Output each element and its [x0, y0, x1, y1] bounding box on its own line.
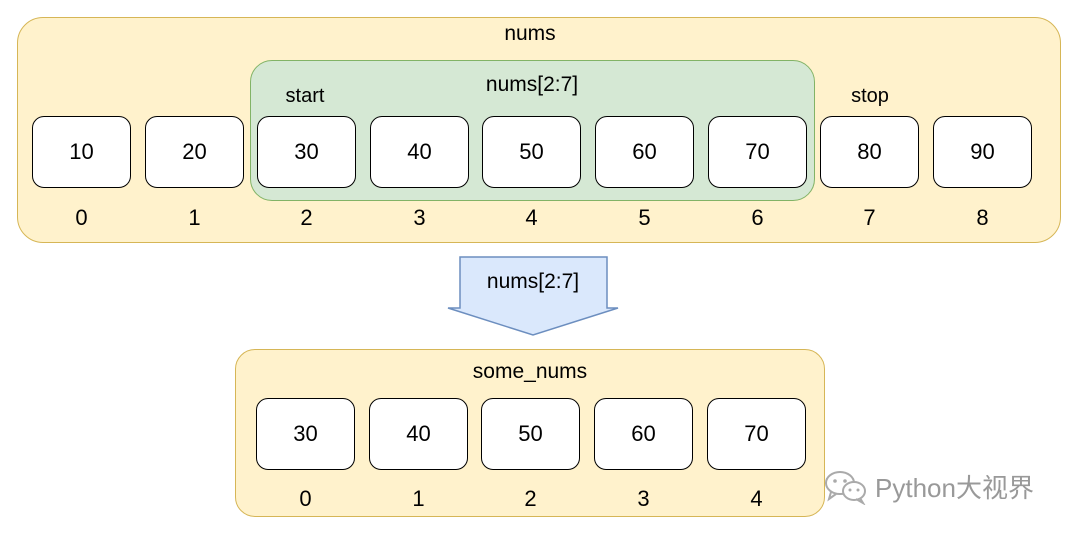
some-nums-cell-4: 70: [707, 398, 806, 470]
some-nums-index-0: 0: [299, 486, 312, 511]
nums-index-2: 2: [300, 205, 313, 230]
some-nums-index-1: 1: [412, 486, 425, 511]
nums-cell-5: 60: [595, 116, 694, 188]
nums-cell-8: 90: [933, 116, 1032, 188]
stop-label: stop: [851, 85, 889, 107]
some-nums-index-2: 2: [524, 486, 537, 511]
nums-cell-1: 20: [145, 116, 244, 188]
nums-index-4: 4: [525, 205, 538, 230]
some-nums-cell-2: 50: [481, 398, 580, 470]
slice-label: nums[2:7]: [485, 73, 579, 96]
nums-index-5: 5: [638, 205, 651, 230]
some-nums-title: some_nums: [472, 360, 588, 383]
down-arrow-icon: [447, 256, 619, 336]
nums-index-6: 6: [751, 205, 764, 230]
nums-index-3: 3: [413, 205, 426, 230]
start-label: start: [285, 85, 325, 107]
some-nums-index-3: 3: [637, 486, 650, 511]
nums-index-0: 0: [75, 205, 88, 230]
nums-cell-3: 40: [370, 116, 469, 188]
some-nums-cell-3: 60: [594, 398, 693, 470]
nums-cell-6: 70: [708, 116, 807, 188]
nums-title: nums: [504, 22, 556, 45]
nums-index-7: 7: [863, 205, 876, 230]
watermark-text: Python大视界: [875, 473, 1034, 503]
some-nums-index-4: 4: [750, 486, 763, 511]
wechat-icon: [825, 470, 866, 505]
some-nums-cell-0: 30: [256, 398, 355, 470]
nums-cell-2: 30: [257, 116, 356, 188]
some-nums-cell-1: 40: [369, 398, 468, 470]
nums-index-1: 1: [188, 205, 201, 230]
nums-cell-4: 50: [482, 116, 581, 188]
nums-cell-7: 80: [820, 116, 919, 188]
watermark: Python大视界: [823, 468, 1034, 505]
nums-cell-0: 10: [32, 116, 131, 188]
nums-index-8: 8: [976, 205, 989, 230]
arrow-label: nums[2:7]: [486, 270, 580, 293]
